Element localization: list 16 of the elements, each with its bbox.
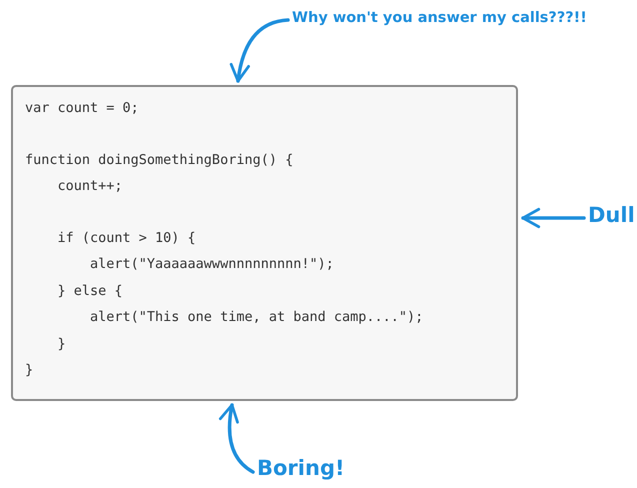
annotation-text: Boring!	[257, 458, 345, 479]
code-line: }	[25, 361, 34, 379]
curved-arrow	[230, 18, 290, 83]
curved-arrow	[219, 403, 255, 474]
code-line: function doingSomethingBoring() {	[25, 151, 294, 169]
code-line: } else {	[56, 282, 123, 300]
curved-arrow	[521, 208, 586, 228]
annotation-text: Why won't you answer my calls???!!	[292, 11, 587, 26]
code-line: if (count > 10) {	[56, 229, 196, 247]
code-line: alert("Yaaaaaawwwnnnnnnnnn!");	[89, 255, 334, 273]
code-line: count++;	[56, 177, 123, 195]
code-panel	[11, 85, 518, 401]
annotation-text: Dull	[588, 205, 635, 226]
code-line: }	[56, 335, 66, 353]
code-line: alert("This one time, at band camp....");	[89, 308, 424, 326]
code-line: var count = 0;	[25, 99, 139, 117]
